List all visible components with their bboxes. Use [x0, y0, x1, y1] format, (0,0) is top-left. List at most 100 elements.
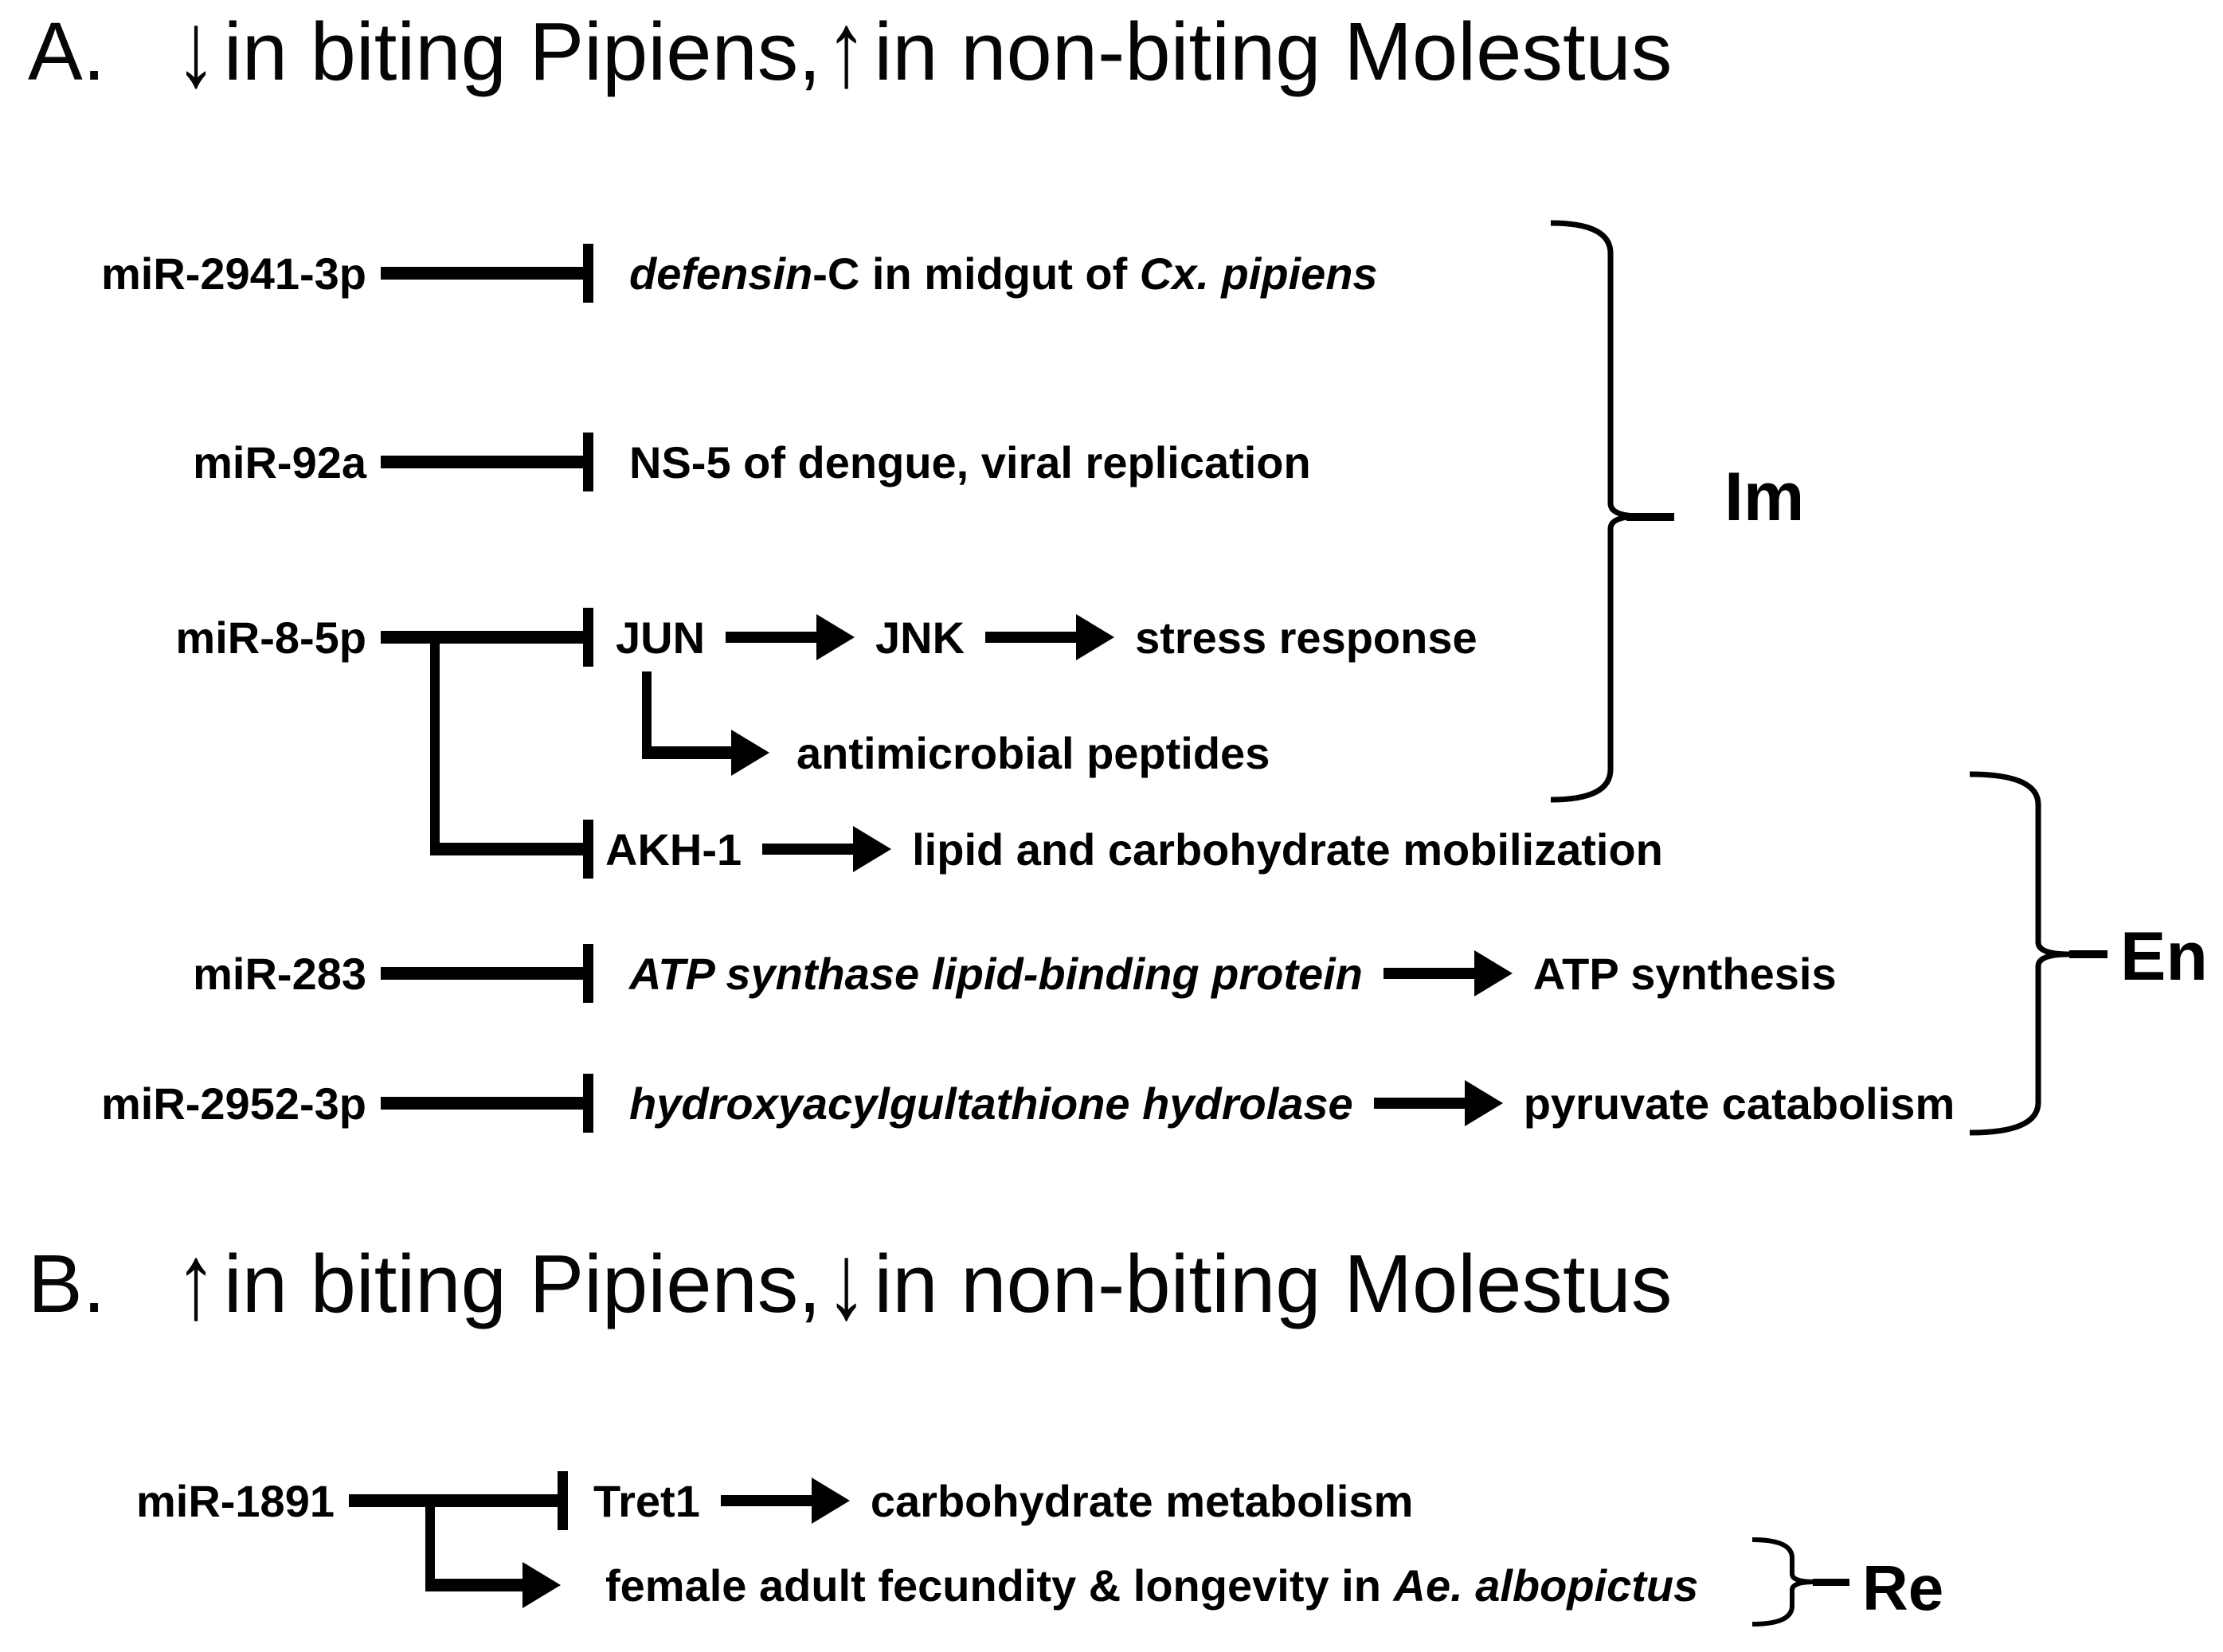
inhibition-tee-icon [381, 1074, 593, 1133]
inhibition-shaft [381, 631, 583, 644]
mirna-label: miR-283 [193, 948, 366, 999]
arrow-shaft [720, 1495, 812, 1506]
inhibition-shaft [349, 1494, 558, 1507]
section-b-title: B. ↑in biting Pipiens,↓in non-biting Mole… [28, 1222, 1673, 1341]
pathway-row-mir-2941-3p: miR-2941-3p defensin-C in midgut of Cx. … [0, 225, 1378, 321]
mirna-label: miR-2941-3p [100, 248, 366, 299]
pathway-row-akh-1: AKH-1 lipid and carbohydrate mobilizatio… [605, 801, 1663, 897]
mir-1891-branch-horizontal-line [425, 1579, 522, 1591]
target-gene-label: JUN [616, 612, 706, 663]
inhibition-bar [583, 944, 593, 1003]
down-arrow-icon: ↓ [175, 0, 217, 109]
up-arrow-icon: ↑ [825, 0, 867, 109]
arrow-head [811, 1478, 850, 1524]
reproduction-brace-tick [1813, 1579, 1849, 1586]
section-a-title-text-2: in non-biting Molestus [874, 6, 1673, 97]
arrow-head [1076, 614, 1115, 660]
section-a-index: A. [28, 6, 106, 97]
arrow-shaft [985, 632, 1077, 643]
outcome-label: pyruvate catabolism [1523, 1078, 1955, 1129]
inhibition-tee-icon [381, 433, 593, 491]
immunity-brace-icon [1550, 220, 1642, 803]
inhibition-tee-icon [381, 608, 593, 667]
pathway-row-mir-92a: miR-92a NS-5 of dengue, viral replicatio… [0, 414, 1311, 510]
pathway-row-mir-283: miR-283 ATP synthase lipid-binding prote… [0, 926, 1837, 1021]
reproduction-brace-icon [1751, 1537, 1815, 1627]
mirna-label: miR-8-5p [175, 612, 366, 663]
arrow-head [1474, 950, 1513, 996]
energy-brace-tick [2069, 950, 2108, 958]
inhibition-bar [583, 244, 593, 303]
immunity-brace-tick [1626, 513, 1674, 521]
target-gene-label: ATP synthase lipid-binding protein [629, 948, 1363, 999]
energy-label: En [2120, 918, 2208, 995]
section-a-title: A. ↓in biting Pipiens,↑in non-biting Mole… [28, 0, 1673, 108]
species-label: Ae. albopictus [1393, 1560, 1699, 1611]
inhibition-bar [583, 433, 593, 491]
mirna-label: miR-92a [193, 436, 366, 487]
up-arrow-icon: ↑ [175, 1221, 217, 1341]
activation-arrow-head-icon [731, 730, 769, 776]
inhibition-bar [558, 1471, 568, 1530]
immunity-label: Im [1724, 459, 1805, 535]
inhibition-tee-icon [381, 244, 593, 303]
inhibition-bar [583, 820, 593, 879]
energy-brace-icon [1969, 771, 2070, 1136]
target-gene-label: hydroxyacylgultathione hydrolase [629, 1078, 1353, 1129]
target-text: ATP synthase lipid-binding protein ATP s… [629, 948, 1837, 1000]
down-arrow-icon: ↓ [825, 1221, 867, 1341]
mir-8-5p-branch-horizontal-line [430, 843, 583, 855]
outcome-label: lipid and carbohydrate mobilization [912, 824, 1663, 875]
activation-arrow-icon [720, 1478, 850, 1524]
activation-arrow-icon [726, 614, 855, 660]
pathway-row-mir-1891: miR-1891 Tret1 carbohydrate metabolism [0, 1453, 1413, 1548]
pathway-row-mir-8-5p: miR-8-5p JUN JNK stress response [0, 589, 1477, 685]
inhibition-shaft [381, 456, 583, 468]
inhibition-shaft [381, 1097, 583, 1110]
outcome-label: female adult fecundity & longevity in [605, 1560, 1394, 1611]
section-b-title-text-1: in biting Pipiens, [223, 1238, 821, 1329]
outcome-label: ATP synthesis [1532, 948, 1837, 999]
outcome-label: stress response [1135, 612, 1477, 663]
target-gene-label: AKH-1 [605, 824, 742, 875]
mir-1891-branch-vertical-line [425, 1501, 435, 1585]
section-b-index: B. [28, 1238, 106, 1329]
inhibition-tee-icon [381, 944, 593, 1003]
inhibition-shaft [381, 967, 583, 980]
arrow-shaft [1383, 968, 1474, 979]
activation-arrow-icon [1373, 1080, 1503, 1126]
jun-branch-outcome: antimicrobial peptides [796, 705, 1270, 801]
outcome-label: antimicrobial peptides [796, 727, 1270, 778]
target-text: defensin-C in midgut of Cx. pipiens [629, 248, 1378, 299]
activation-arrow-head-icon [522, 1562, 561, 1608]
mir-8-5p-branch-vertical-line [430, 637, 440, 855]
arrow-shaft [1373, 1098, 1465, 1109]
mirna-label: miR-2952-3p [100, 1078, 366, 1129]
arrow-head [1464, 1080, 1503, 1126]
kinase-label: JNK [875, 612, 965, 663]
arrow-head [816, 614, 855, 660]
pathway-row-mir-2952-3p: miR-2952-3p hydroxyacylgultathione hydro… [0, 1055, 1955, 1151]
inhibition-tee-icon [349, 1471, 568, 1530]
section-b-title-text-2: in non-biting Molestus [874, 1238, 1673, 1329]
target-label: NS-5 of dengue, viral replication [629, 436, 1311, 487]
jun-branch-vertical-line [642, 671, 652, 753]
reproduction-label: Re [1862, 1552, 1944, 1623]
activation-arrow-icon [1383, 950, 1513, 996]
activation-arrow-icon [762, 826, 892, 872]
inhibition-bar [583, 608, 593, 667]
target-gene-label: defensin [629, 248, 813, 299]
outcome-label: carbohydrate metabolism [870, 1475, 1414, 1526]
target-text: Tret1 carbohydrate metabolism [593, 1475, 1413, 1527]
inhibition-bar [583, 1074, 593, 1133]
target-context-label: -C in midgut of [812, 248, 1140, 299]
arrow-shaft [726, 632, 817, 643]
mir-1891-branch-outcome: female adult fecundity & longevity in Ae… [605, 1537, 1698, 1633]
mirna-label: miR-1891 [135, 1475, 335, 1526]
species-label: Cx. pipiens [1139, 248, 1378, 299]
section-a-title-text-1: in biting Pipiens, [223, 6, 821, 97]
arrow-shaft [762, 844, 854, 855]
arrow-head [853, 826, 892, 872]
jun-branch-horizontal-line [642, 746, 731, 759]
